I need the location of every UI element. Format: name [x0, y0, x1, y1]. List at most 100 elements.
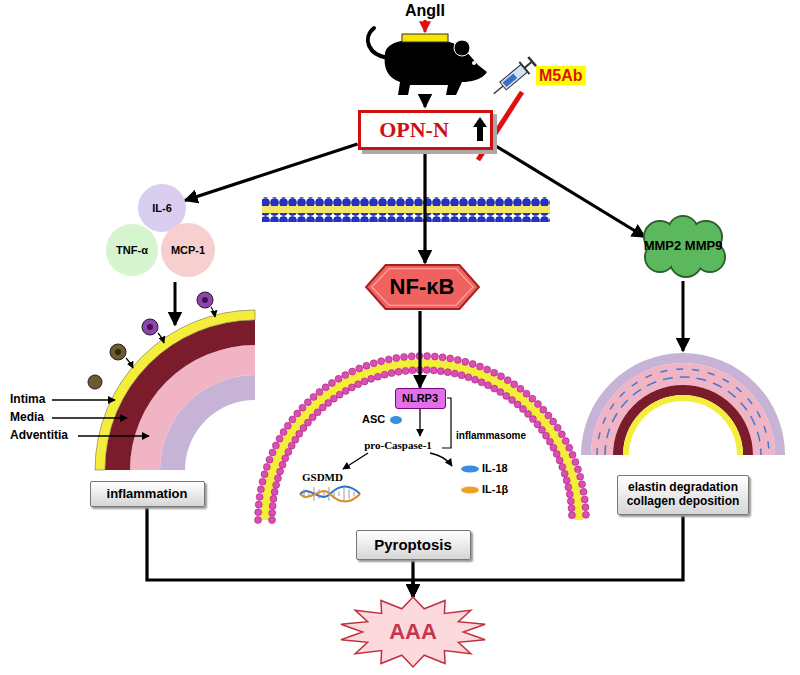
cytokine-label: IL-1β	[482, 483, 508, 496]
lipid-heads	[255, 353, 590, 524]
lipid-head	[484, 366, 491, 373]
lipid-head	[568, 512, 575, 519]
hexagon-inner-line	[371, 269, 472, 305]
hexagon-shape	[366, 265, 479, 309]
lipid-head	[431, 353, 438, 360]
inflammasome-parts	[343, 453, 368, 469]
lipid-head	[316, 389, 323, 396]
lipid-head	[395, 368, 402, 375]
node-text: elastin degradation collagen deposition	[618, 481, 748, 509]
lipid-head	[580, 488, 587, 495]
lipid-head	[356, 365, 363, 372]
lipid-head	[559, 463, 566, 470]
lipid-head	[257, 486, 264, 493]
lipid-head	[378, 358, 385, 365]
lipid-head	[546, 438, 553, 445]
damaged-artery	[581, 353, 785, 455]
layer-label: Media	[10, 410, 44, 424]
lipid-head	[497, 389, 504, 396]
protein-label: GSDMD	[302, 471, 343, 484]
node-text: MMP2 MMP9	[644, 239, 723, 254]
lipid-head	[361, 378, 368, 385]
lipid-head	[553, 451, 560, 458]
dna-rung	[309, 492, 310, 496]
lipid-head	[568, 505, 575, 512]
lipid-head	[408, 353, 415, 360]
inflammasome-parts	[419, 408, 420, 436]
lipid-head	[558, 431, 565, 438]
lipid-head	[540, 406, 547, 413]
hormone-label: AngII	[405, 1, 445, 20]
lipid-head	[554, 424, 561, 431]
lipid-head	[285, 448, 292, 455]
lipid-head	[304, 399, 311, 406]
syringe-icon	[528, 57, 536, 66]
lipid-head	[276, 435, 283, 442]
immune-cells	[88, 292, 215, 389]
inflammasome-parts	[343, 398, 479, 494]
lipid-head	[582, 511, 589, 518]
immune-cells	[88, 375, 102, 389]
arrow	[174, 282, 177, 325]
lipid-head	[393, 355, 400, 362]
damaged-artery	[623, 395, 743, 455]
lipid-head	[255, 517, 262, 524]
lipid-head	[566, 444, 573, 451]
protein-box: NLRP3	[395, 388, 446, 409]
lipid-head	[572, 459, 579, 466]
lipid-head	[529, 395, 536, 402]
pathway-hexagon: NF-κB	[365, 263, 480, 311]
protein-label: pro-Caspase-1	[364, 439, 432, 452]
cell-membrane	[262, 213, 550, 222]
lipid-head	[567, 498, 574, 505]
lipid-head	[266, 456, 273, 463]
lipid-head	[274, 475, 281, 482]
lipid-head	[299, 404, 306, 411]
lipid-head	[517, 385, 524, 392]
lipid-head	[498, 373, 505, 380]
lipid-head	[484, 382, 491, 389]
lipid-head	[259, 478, 266, 485]
lipid-head	[273, 481, 280, 488]
lipid-head	[545, 412, 552, 419]
lipid-head	[370, 360, 377, 367]
immune-cells	[115, 349, 121, 355]
mouse-silhouette	[424, 20, 427, 32]
lipid-head	[255, 509, 262, 516]
inflammasome-parts	[461, 487, 479, 494]
layer-label: Adventitia	[10, 428, 68, 442]
arrow	[424, 97, 427, 107]
complex-label: inflammasome	[456, 430, 526, 442]
flow-arrow	[493, 144, 646, 237]
lipid-head	[444, 369, 451, 376]
cytokine-circle: TNF-α	[106, 224, 158, 276]
immune-cells	[126, 358, 133, 368]
inflammasome-parts	[390, 416, 402, 424]
dna-rung	[334, 489, 335, 498]
mouse-silhouette	[385, 39, 487, 95]
cytokine-label: IL-18	[482, 462, 508, 475]
flow-arrow	[423, 150, 426, 263]
node-text: NF-κB	[390, 274, 455, 299]
lipid-head	[349, 368, 356, 375]
node-text: Pyroptosis	[374, 536, 452, 553]
lipid-head	[255, 501, 262, 508]
immune-cells	[211, 307, 215, 317]
lipid-head	[574, 466, 581, 473]
lipid-head	[284, 422, 291, 429]
leader-arrow	[78, 435, 149, 436]
leader-arrow	[52, 399, 115, 400]
lipid-head	[355, 381, 362, 388]
node-text: MCP-1	[171, 244, 205, 257]
syringe-icon	[489, 55, 538, 99]
lipid-head	[280, 429, 287, 436]
lipid-head	[543, 432, 550, 439]
dna-rung	[349, 489, 350, 498]
node-text: IL-6	[152, 202, 172, 215]
cell-membrane	[262, 197, 550, 222]
lipid-head	[472, 376, 479, 383]
dna-strand	[300, 487, 360, 502]
lipid-head	[469, 361, 476, 368]
node-text: NLRP3	[402, 392, 438, 405]
